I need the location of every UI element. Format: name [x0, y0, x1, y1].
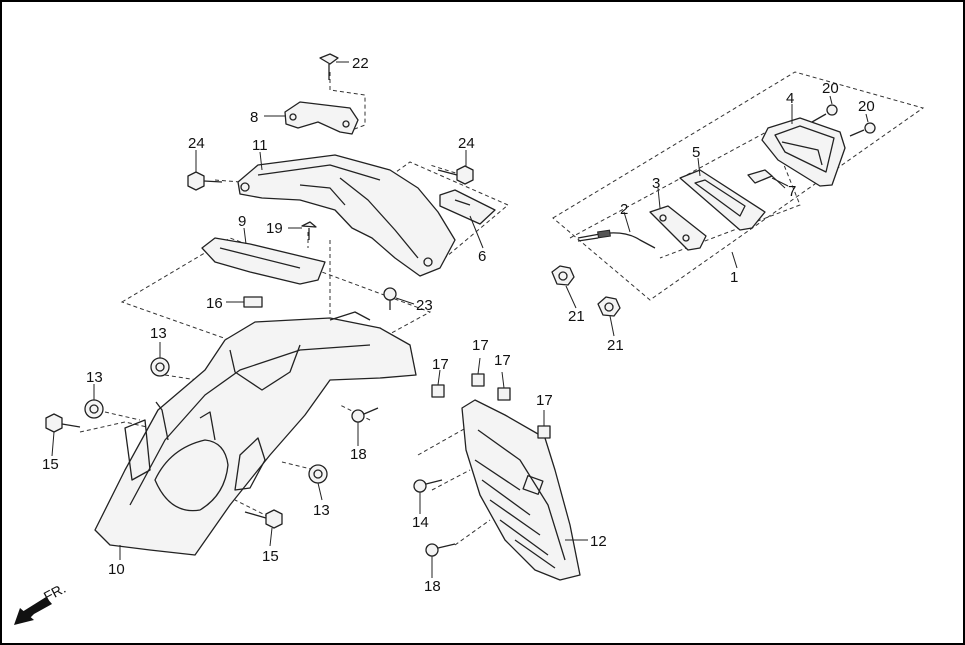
callout-24-left: 24 — [188, 135, 205, 152]
callout-3: 3 — [652, 175, 660, 192]
bolt-part-24-left — [187, 171, 223, 191]
callout-23: 23 — [416, 297, 433, 314]
socket-part-3 — [649, 205, 707, 251]
callout-12: 12 — [590, 533, 607, 550]
callout-11: 11 — [252, 137, 268, 154]
bolt-part-22 — [319, 53, 339, 80]
callout-9: 9 — [238, 213, 246, 230]
grommet-part-13-left — [84, 399, 104, 419]
clip-part-17b — [471, 373, 485, 387]
callout-7: 7 — [788, 183, 796, 200]
callout-15-bottom: 15 — [262, 548, 279, 565]
grommet-part-13-bottom — [308, 464, 328, 484]
callout-1: 1 — [730, 269, 738, 286]
callout-17c: 17 — [494, 352, 511, 369]
callout-16: 16 — [206, 295, 223, 312]
screw-part-18-middle — [351, 407, 379, 423]
callout-labels: 1 2 3 4 5 6 7 8 9 10 11 12 13 13 13 14 1… — [42, 55, 875, 595]
rear-bracket-part-11 — [237, 154, 456, 277]
nut-part-21b — [597, 296, 621, 317]
nut-part-21a — [551, 265, 575, 286]
callout-21b: 21 — [607, 337, 624, 354]
clip-part-17a — [431, 384, 445, 398]
wire-harness-part-2 — [577, 229, 656, 249]
screw-part-18-bottom — [425, 543, 456, 557]
callout-5: 5 — [692, 144, 700, 161]
clip-part-17d — [537, 425, 551, 439]
rear-fender-part-10 — [94, 311, 417, 556]
license-bracket-part-12 — [461, 399, 581, 581]
callout-leaders — [51, 61, 869, 578]
callout-17b: 17 — [472, 337, 489, 354]
callout-14: 14 — [412, 514, 429, 531]
callout-13-left: 13 — [86, 369, 103, 386]
screw-part-20b — [849, 122, 876, 137]
callout-18-middle: 18 — [350, 446, 367, 463]
callout-17a: 17 — [432, 356, 449, 373]
callout-4: 4 — [786, 90, 794, 107]
gasket-part-5 — [679, 169, 766, 231]
grommet-part-13-top — [150, 357, 170, 377]
rivet-part-23 — [383, 287, 397, 310]
clip-part-17c — [497, 387, 511, 401]
callout-17d: 17 — [536, 392, 553, 409]
tail-light-lens-part-4 — [761, 117, 846, 187]
callout-19: 19 — [266, 220, 283, 237]
bolt-part-24-right — [437, 165, 474, 185]
callout-8: 8 — [250, 109, 258, 126]
callout-15-left: 15 — [42, 456, 59, 473]
callout-13-top: 13 — [150, 325, 167, 342]
front-direction-arrow-icon — [14, 597, 52, 625]
callout-20b: 20 — [858, 98, 875, 115]
bracket-part-8 — [284, 101, 359, 135]
callout-20a: 20 — [822, 80, 839, 97]
bracket-part-9 — [201, 237, 326, 285]
screw-part-20a — [811, 104, 838, 123]
screw-part-19 — [301, 221, 317, 240]
screw-part-14 — [413, 479, 443, 493]
callout-2: 2 — [620, 201, 628, 218]
bulb-part-7 — [747, 169, 786, 189]
callout-10: 10 — [108, 561, 125, 578]
clip-part-16 — [243, 296, 263, 308]
callout-13-bottom: 13 — [313, 502, 330, 519]
plate-part-6 — [439, 189, 496, 225]
callout-21a: 21 — [568, 308, 585, 325]
callout-6: 6 — [478, 248, 486, 265]
callout-24-right: 24 — [458, 135, 475, 152]
bolt-part-15-left — [45, 413, 81, 433]
callout-18-bottom: 18 — [424, 578, 441, 595]
bolt-part-15-bottom — [244, 509, 283, 529]
callout-22: 22 — [352, 55, 369, 72]
